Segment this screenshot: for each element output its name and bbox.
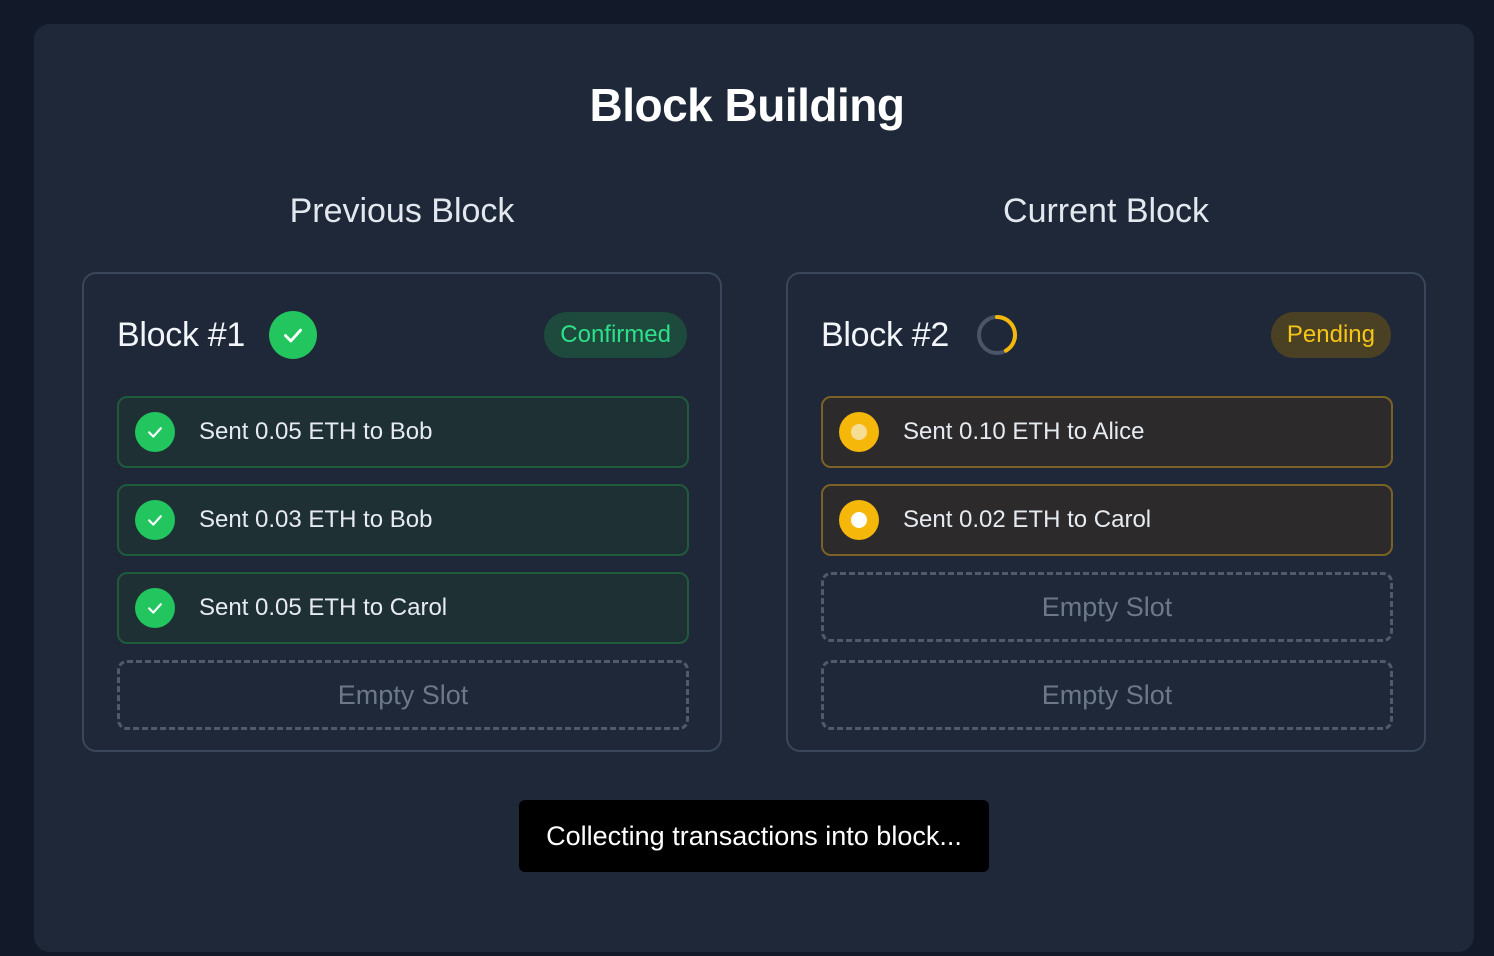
status-badge: Pending <box>1270 312 1391 358</box>
previous-block-heading: Previous Block <box>289 192 515 230</box>
check-icon <box>135 500 175 540</box>
block-header: Block #1 <box>117 310 318 360</box>
status-badge: Confirmed <box>544 312 687 358</box>
transaction-label: Sent 0.05 ETH to Bob <box>199 418 433 445</box>
pending-dot-inner <box>851 424 867 440</box>
transaction-label: Sent 0.02 ETH to Carol <box>903 506 1152 533</box>
pending-dot-icon <box>839 500 879 540</box>
transaction-item[interactable]: Sent 0.05 ETH to Bob <box>117 396 689 468</box>
block-name: Block #2 <box>821 315 950 354</box>
pending-dot-icon <box>839 412 879 452</box>
current-block-card: Block #2 Pending Sent 0.10 ETH to Alice … <box>786 272 1426 752</box>
transaction-item[interactable]: Sent 0.02 ETH to Carol <box>821 484 1393 556</box>
previous-block-card: Block #1 Confirmed Sent 0.05 ETH to Bob … <box>82 272 722 752</box>
block-header: Block #2 <box>821 310 1019 360</box>
transaction-label: Sent 0.10 ETH to Alice <box>903 418 1145 445</box>
transaction-item[interactable]: Sent 0.10 ETH to Alice <box>821 396 1393 468</box>
empty-slot: Empty Slot <box>821 572 1393 642</box>
empty-slot: Empty Slot <box>117 660 689 730</box>
page-title: Block Building <box>589 79 906 131</box>
current-block-heading: Current Block <box>1003 192 1209 230</box>
status-message: Collecting transactions into block... <box>519 800 989 872</box>
transaction-item[interactable]: Sent 0.05 ETH to Carol <box>117 572 689 644</box>
check-icon <box>269 311 318 359</box>
pending-dot-inner <box>851 512 867 528</box>
empty-slot: Empty Slot <box>821 660 1393 730</box>
transaction-label: Sent 0.03 ETH to Bob <box>199 506 433 533</box>
transaction-item[interactable]: Sent 0.03 ETH to Bob <box>117 484 689 556</box>
spinner-icon <box>975 313 1019 357</box>
transaction-label: Sent 0.05 ETH to Carol <box>199 594 448 621</box>
block-name: Block #1 <box>117 315 246 354</box>
check-icon <box>135 412 175 452</box>
check-icon <box>135 588 175 628</box>
